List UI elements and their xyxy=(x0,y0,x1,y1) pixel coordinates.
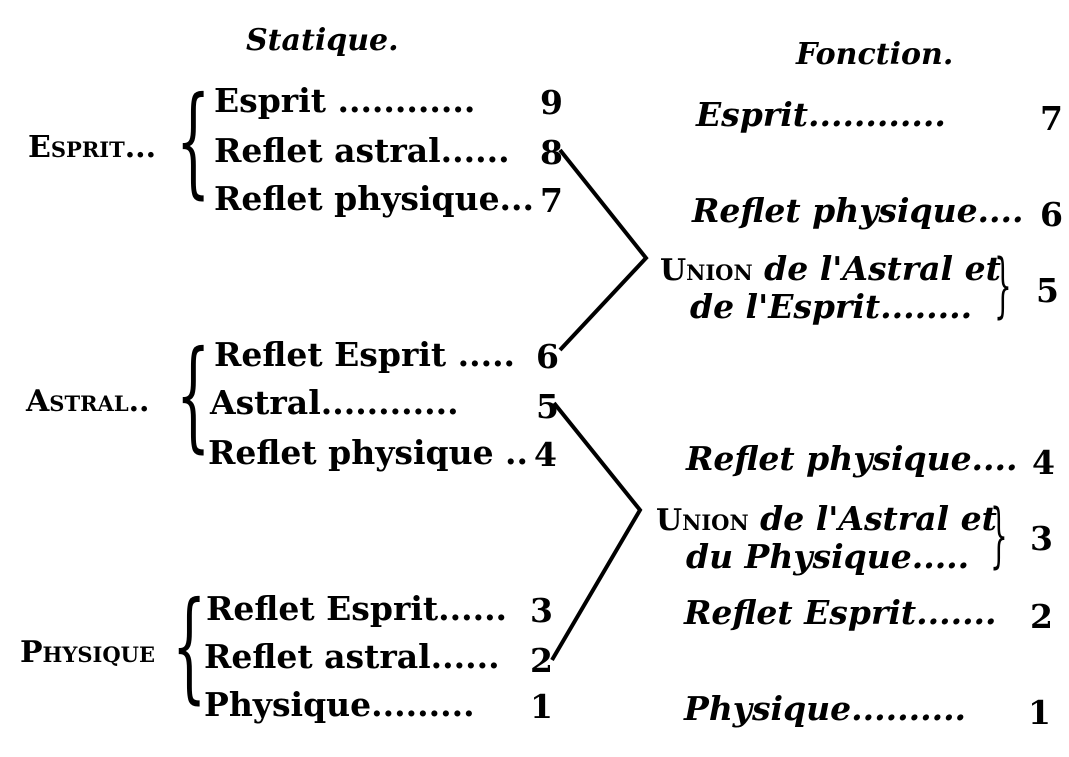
right-row-num: 4 xyxy=(1032,443,1055,482)
left-row-label: Reflet Esprit...... xyxy=(206,589,508,628)
left-row-label: Astral............ xyxy=(210,383,459,422)
union-label-line1: Union de l'Astral et xyxy=(660,249,1001,288)
right-row-label: Reflet physique.... xyxy=(692,191,1024,230)
left-row-num: 7 xyxy=(540,181,563,220)
left-row-num: 8 xyxy=(540,133,563,172)
left-row-num: 4 xyxy=(534,435,557,474)
brace-astral: { xyxy=(176,326,211,465)
right-row-label: Esprit............ xyxy=(696,95,946,134)
left-row-label: Reflet physique .. xyxy=(208,433,529,472)
right-row-num: 6 xyxy=(1040,195,1063,234)
left-row-num: 2 xyxy=(530,641,553,680)
right-row-num: 5 xyxy=(1036,271,1059,310)
left-row-num: 5 xyxy=(536,387,559,426)
left-row-num: 9 xyxy=(540,83,563,122)
union-label-line2: de l'Esprit........ xyxy=(690,287,973,326)
left-row-label: Reflet Esprit ..... xyxy=(214,335,516,374)
left-row-label: Reflet astral...... xyxy=(204,637,500,676)
group-label-astral: Astral.. xyxy=(26,384,150,419)
group-label-physique: Physique xyxy=(20,635,155,670)
brace-union-astral-physique: } xyxy=(990,494,1008,576)
left-row-label: Reflet astral...... xyxy=(214,131,510,170)
left-row-num: 3 xyxy=(530,591,553,630)
union-label-line2: du Physique..... xyxy=(686,537,970,576)
left-row-label: Reflet physique... xyxy=(214,179,535,218)
right-row-num: 1 xyxy=(1028,693,1051,732)
brace-union-astral-esprit: } xyxy=(994,244,1012,326)
left-row-label: Esprit ............ xyxy=(214,81,476,120)
right-row-label: Reflet Esprit....... xyxy=(684,593,997,632)
right-row-num: 7 xyxy=(1040,99,1063,138)
brace-physique: { xyxy=(172,577,207,716)
brace-esprit: { xyxy=(176,72,211,211)
group-label-esprit: Esprit... xyxy=(28,130,157,165)
right-row-num: 2 xyxy=(1030,597,1053,636)
left-row-num: 6 xyxy=(536,337,559,376)
right-row-num: 3 xyxy=(1030,519,1053,558)
header-statique: Statique. xyxy=(246,23,399,58)
header-fonction: Fonction. xyxy=(796,37,954,72)
union-label-line1: Union de l'Astral et xyxy=(656,499,997,538)
left-row-label: Physique......... xyxy=(204,685,475,724)
left-row-num: 1 xyxy=(530,687,553,726)
connector-upper xyxy=(558,148,649,352)
right-row-label: Reflet physique.... xyxy=(686,439,1018,478)
right-row-label: Physique.......... xyxy=(684,689,967,728)
connector-lower xyxy=(550,401,643,662)
